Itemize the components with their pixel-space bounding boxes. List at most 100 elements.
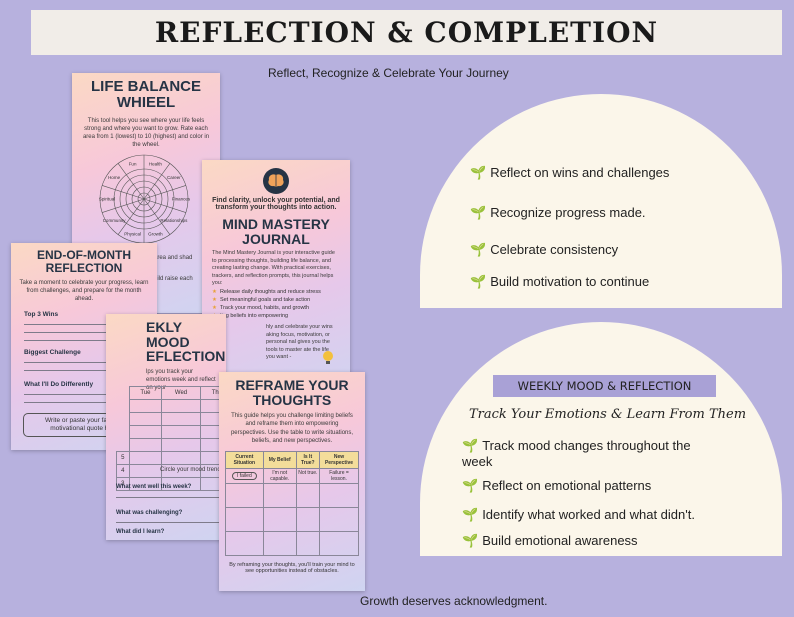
star-icon: ★: [212, 304, 217, 311]
table-header: Tue: [128, 386, 163, 400]
divider: [24, 362, 144, 364]
wheel-label: Spiritual: [99, 197, 115, 202]
table-header: Is It True?: [295, 450, 321, 469]
reframe-table: Current Situation My Belief Is It True? …: [225, 450, 359, 556]
reframe-footer-text: By reframing your thoughts, you'll train…: [229, 561, 355, 574]
sprout-icon: 🌱: [462, 507, 479, 522]
mind-mastery-title: MIND MASTERY JOURNAL: [222, 216, 330, 247]
table-header: Wed: [161, 386, 201, 400]
divider: [24, 402, 144, 404]
wheel-spoke: [143, 185, 186, 200]
challenging-label: What was challenging?: [116, 510, 183, 516]
table-row: I failed I'm not capable. Not true. Fail…: [225, 467, 359, 484]
tagline: Track Your Emotions & Learn From Them: [469, 407, 747, 422]
life-balance-tail-2: uild raise each: [154, 276, 193, 282]
mind-mastery-more: hly and celebrate your wins aking focus,…: [266, 324, 333, 360]
table-cell: I failed: [232, 471, 257, 480]
wheel-label: Career: [167, 175, 181, 180]
wheel-spoke: [143, 198, 171, 235]
star-icon: ★: [212, 289, 217, 296]
table-row: [117, 412, 226, 426]
table-row: [225, 482, 359, 508]
list-item: 🌱Build emotional awareness: [462, 533, 638, 548]
list-item: ★ting beliefs into empowering: [212, 313, 340, 321]
list-item: 🌱Reflect on wins and challenges: [470, 165, 670, 180]
list-item: ★Release daily thoughts and reduce stres…: [212, 289, 321, 296]
table-cell: I'm not capable.: [262, 467, 297, 484]
weekly-mood-banner: WEEKLY MOOD & REFLECTION: [493, 375, 716, 397]
wheel-label: Fun: [129, 161, 137, 166]
footer-text: Growth deserves acknowledgment.: [360, 594, 548, 608]
table-cell: Not true.: [295, 467, 321, 484]
list-item: 🌱Track mood changes throughout the week: [462, 438, 691, 469]
divider: [116, 522, 224, 523]
divider: [24, 370, 144, 372]
end-of-month-text: Take a moment to celebrate your progress…: [19, 280, 149, 303]
list-item: 🌱Build motivation to continue: [470, 274, 650, 289]
sprout-icon: 🌱: [462, 438, 479, 453]
life-balance-text: This tool helps you see where your life …: [82, 117, 210, 148]
divider: [24, 332, 144, 334]
sprout-icon: 🌱: [470, 274, 487, 289]
challenge-label: Biggest Challenge: [24, 349, 81, 357]
star-icon: ★: [212, 297, 217, 304]
weekly-mood-page: EKLY MOOD EFLECTION lps you track your e…: [106, 314, 226, 540]
table-row: 5: [116, 451, 226, 465]
table-row: Tue Wed Thu: [117, 386, 226, 400]
wheel-label: Health: [149, 161, 163, 166]
table-row: [225, 530, 359, 556]
page-title: REFLECTION & COMPLETION: [154, 16, 659, 49]
table-row: [117, 399, 226, 413]
sprout-icon: 🌱: [462, 533, 479, 548]
list-item: ★Set meaningful goals and take action: [212, 297, 311, 304]
wheel-label: Home: [108, 175, 121, 180]
list-item: ★Track your mood, habits, and growth: [212, 304, 309, 311]
life-balance-title: LIFE BALANCE WHIEEL: [91, 78, 201, 111]
table-header: Current Situation: [225, 450, 264, 469]
table-cell: Failure = lesson.: [319, 467, 359, 484]
weekly-mood-title: EKLY MOOD EFLECTION: [146, 319, 226, 365]
learn-label: What did I learn?: [116, 529, 165, 535]
page-subtitle: Reflect, Recognize & Celebrate Your Jour…: [268, 66, 509, 80]
wheel-label: Community: [103, 218, 127, 223]
sprout-icon: 🌱: [470, 205, 487, 220]
divider: [116, 497, 224, 498]
divider: [24, 394, 144, 396]
reframe-title: REFRAME YOUR THOUGHTS: [235, 377, 349, 408]
sprout-icon: 🌱: [470, 165, 487, 180]
wheel-spoke: [117, 198, 145, 235]
sprout-icon: 🌱: [470, 242, 487, 257]
table-header: New Perspective: [319, 450, 359, 469]
divider: [24, 340, 144, 342]
life-balance-wheel: HealthCareerFinancesRelationshipsGrowthP…: [99, 154, 191, 244]
table-row: [117, 425, 226, 439]
reframe-page: REFRAME YOUR THOUGHTS This guide helps y…: [219, 372, 365, 591]
end-of-month-title: END-OF-MONTH REFLECTION: [37, 248, 131, 275]
reframe-text: This guide helps you challenge limiting …: [230, 413, 354, 444]
mood-table: Tue Wed Thu 5 4 3: [116, 386, 226, 491]
lightbulb-icon: [322, 350, 334, 366]
table-cell: 5: [116, 451, 130, 465]
mind-mastery-lead: Find clarity, unlock your potential, and…: [212, 197, 340, 211]
wheel-spoke: [117, 163, 145, 200]
wheel-spoke: [143, 163, 171, 200]
wheel-spoke: [102, 185, 145, 200]
title-bar: REFLECTION & COMPLETION: [31, 10, 782, 55]
divider: [24, 324, 144, 326]
table-row: [225, 506, 359, 532]
table-header: My Belief: [262, 450, 297, 469]
wheel-spoke: [143, 198, 186, 213]
wheel-label: Finances: [172, 197, 191, 202]
top-wins-label: Top 3 Wins: [24, 311, 59, 319]
circle-mood-text: Circle your mood trenc: [160, 467, 221, 473]
wheel-label: Relationships: [160, 218, 188, 223]
table-cell: 4: [116, 464, 130, 478]
wheel-label: Growth: [148, 232, 163, 237]
went-well-label: What went well this week?: [116, 484, 192, 490]
list-item: 🌱Recognize progress made.: [470, 205, 646, 220]
life-balance-tail-1: area and shad: [154, 255, 193, 261]
mind-mastery-page: Find clarity, unlock your potential, and…: [202, 160, 350, 396]
brain-icon: [263, 168, 289, 194]
list-item: 🌱Identify what worked and what didn't.: [462, 507, 695, 522]
sprout-icon: 🌱: [462, 478, 479, 493]
